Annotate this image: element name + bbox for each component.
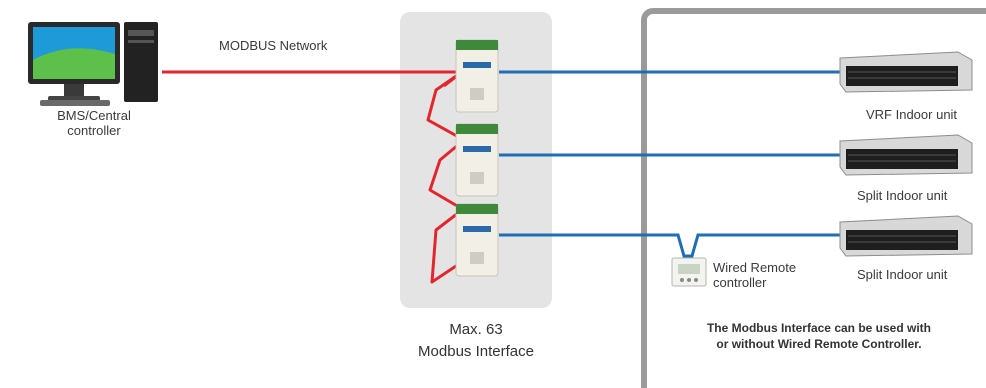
split-indoor-unit-label-1: Split Indoor unit (857, 188, 948, 203)
network-diagram (28, 22, 973, 287)
wired-remote-note: The Modbus Interface can be used with or… (664, 320, 974, 352)
modbus-interface-device-2 (455, 123, 499, 197)
desktop-computer-icon (28, 22, 158, 106)
wired-remote-line1: Wired Remote (713, 260, 797, 275)
modbus-network-line (162, 70, 465, 284)
vrf-indoor-unit-label: VRF Indoor unit (866, 107, 958, 122)
wired-remote-controller-icon (671, 257, 707, 287)
note-line2: or without Wired Remote Controller. (716, 337, 922, 351)
max-caption-line2: Modbus Interface (418, 343, 534, 360)
modbus-interface-device-1 (455, 39, 499, 113)
modbus-interface-device-3 (455, 203, 499, 277)
wired-remote-line2: controller (713, 275, 767, 290)
bms-label-line2: controller (67, 123, 121, 138)
indoor-units-frame (641, 8, 986, 388)
bms-label-line1: BMS/Central (57, 108, 131, 123)
vrf-indoor-unit-icon (839, 51, 973, 93)
unit-connection-lines (499, 70, 840, 258)
bms-controller-label: BMS/Central controller (20, 108, 168, 138)
max-interface-caption: Max. 63 Modbus Interface (400, 319, 552, 363)
max-caption-line1: Max. 63 (449, 321, 503, 338)
split-indoor-unit-label-2: Split Indoor unit (857, 267, 948, 282)
split-indoor-unit-icon-1 (839, 134, 973, 176)
note-line1: The Modbus Interface can be used with (706, 321, 932, 335)
modbus-network-label: MODBUS Network (219, 38, 328, 53)
split-indoor-unit-icon-2 (839, 215, 973, 257)
wired-remote-label: Wired Remote controller (713, 260, 796, 290)
